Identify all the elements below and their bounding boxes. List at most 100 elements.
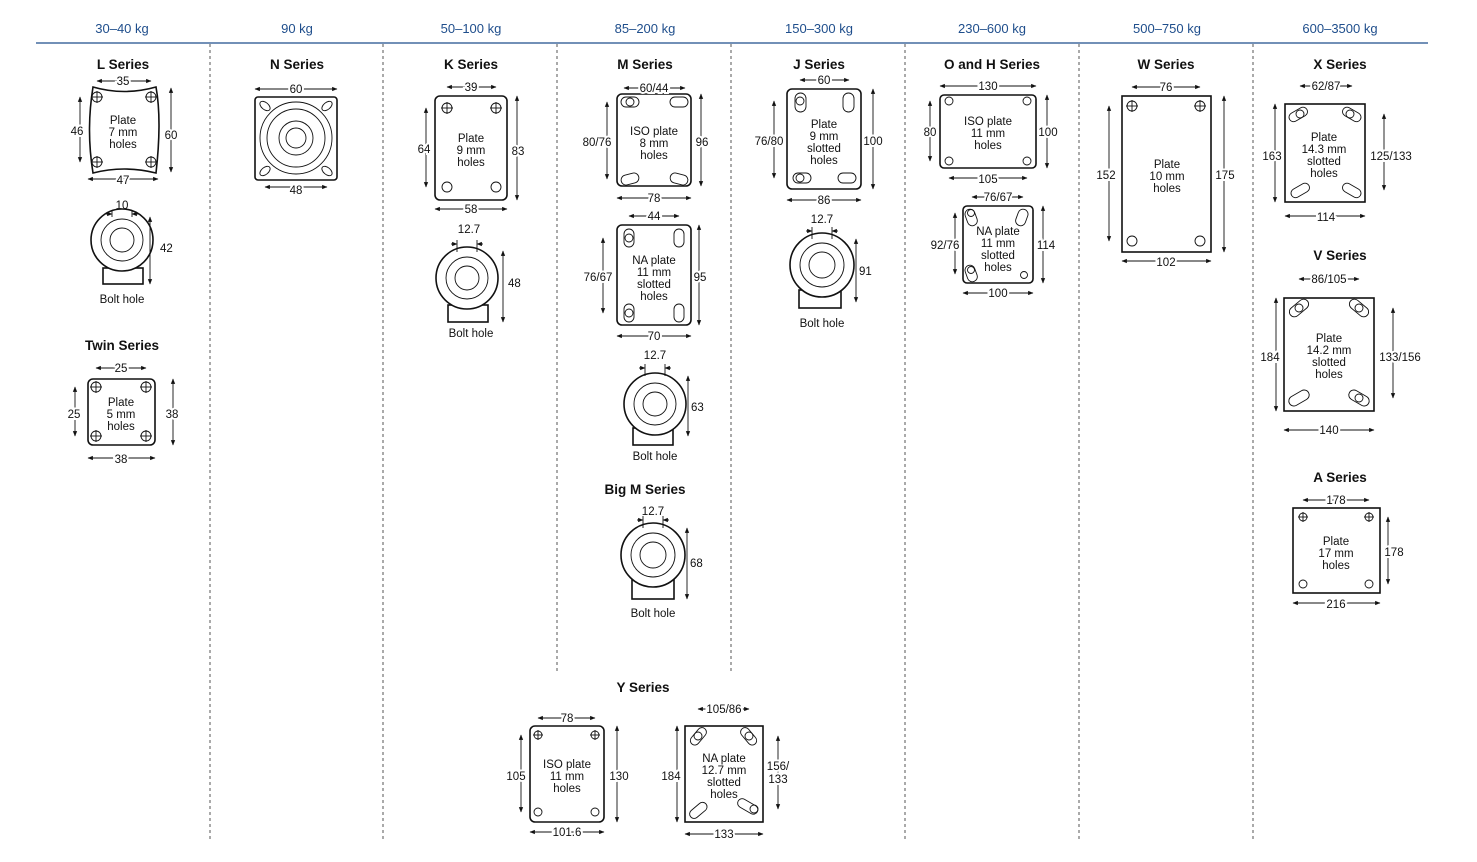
- hole-marks: [441, 102, 502, 193]
- hole-marks: [1126, 100, 1206, 247]
- svg-text:38: 38: [115, 454, 128, 466]
- capacity-header: 30–40 kg: [95, 21, 149, 36]
- svg-text:156/: 156/: [767, 761, 790, 773]
- svg-text:184: 184: [1260, 352, 1280, 364]
- svg-text:9 mm: 9 mm: [810, 131, 839, 143]
- plate-label: Plate 14.2 mm slotted holes: [1307, 333, 1352, 381]
- dimension-labels: 130 105 80 100: [922, 79, 1060, 188]
- l-series: L Series Plate 7 mm holes 35 47 46 60: [69, 57, 180, 306]
- n-series-plate-outline: [254, 96, 338, 181]
- dimension-labels: 60 48: [288, 82, 305, 199]
- svg-text:101.6: 101.6: [553, 827, 582, 839]
- bolt-hole-diagram: 12.7 48 Bolt hole: [435, 224, 521, 340]
- dimension-labels: 178 216 178: [1324, 493, 1405, 613]
- capacity-headers: 30–40 kg 90 kg 50–100 kg 85–200 kg 150–3…: [95, 21, 1377, 36]
- svg-text:76/67: 76/67: [984, 192, 1013, 204]
- capacity-header: 150–300 kg: [785, 21, 853, 36]
- svg-text:holes: holes: [107, 421, 135, 433]
- plate-label: Plate 9 mm slotted holes: [807, 119, 841, 167]
- svg-text:holes: holes: [1322, 560, 1350, 572]
- svg-text:80/76: 80/76: [583, 137, 612, 149]
- svg-text:80: 80: [924, 127, 937, 139]
- v-series-plate-outline: [1283, 297, 1375, 412]
- svg-text:48: 48: [508, 278, 521, 290]
- y-series-iso-plate-outline: [529, 725, 605, 823]
- twin-series: Twin Series Plate 5 mm holes 25 38 25 38: [66, 338, 181, 468]
- svg-text:178: 178: [1384, 547, 1403, 559]
- svg-text:Plate: Plate: [458, 133, 484, 145]
- svg-text:105: 105: [978, 174, 997, 186]
- series-title: Y Series: [616, 680, 669, 695]
- svg-text:48: 48: [290, 185, 303, 197]
- hole-marks: [620, 96, 689, 186]
- dimension-lines: [771, 77, 876, 203]
- plate-label: Plate 5 mm holes: [107, 397, 136, 433]
- bolt-hole-diagram: 12.7 91 Bolt hole: [789, 214, 872, 330]
- dimension-labels: 60 86 76/80 100: [753, 73, 885, 209]
- svg-text:holes: holes: [640, 150, 668, 162]
- dimension-labels: 86/105 140 184 133/156: [1258, 272, 1422, 439]
- hole-marks: [689, 727, 759, 819]
- hole-marks: [1298, 512, 1374, 589]
- dimension-lines: [518, 715, 620, 835]
- bolt-hole-diagram: 12.7 68 Bolt hole: [620, 506, 703, 620]
- dimension-labels: 25 38 25 38: [66, 361, 181, 468]
- series-title: A Series: [1313, 470, 1367, 485]
- svg-text:12.7 mm: 12.7 mm: [702, 765, 747, 777]
- l-series-plate-outline: [88, 85, 160, 174]
- svg-text:Bolt hole: Bolt hole: [800, 318, 845, 330]
- dimension-lines: [600, 213, 702, 339]
- svg-text:78: 78: [648, 193, 661, 205]
- m-series-iso-plate-outline: [616, 93, 692, 187]
- j-series: J Series Plate 9 mm slotted holes 60 86 …: [753, 57, 885, 330]
- capacity-header: 50–100 kg: [441, 21, 502, 36]
- series-title: V Series: [1313, 248, 1366, 263]
- plate-label: ISO plate 8 mm holes: [630, 126, 678, 162]
- svg-text:60/44: 60/44: [640, 83, 669, 95]
- svg-text:ISO plate: ISO plate: [964, 116, 1012, 128]
- svg-text:60: 60: [165, 130, 178, 142]
- svg-text:12.7: 12.7: [642, 506, 664, 518]
- svg-text:25: 25: [115, 363, 128, 375]
- capacity-header: 230–600 kg: [958, 21, 1026, 36]
- o-and-h-na-plate-outline: [962, 205, 1034, 284]
- svg-text:11 mm: 11 mm: [981, 238, 1015, 250]
- plate-label: Plate 10 mm holes: [1149, 159, 1184, 195]
- dimension-labels: 76/67 100 92/76 114: [929, 190, 1058, 302]
- svg-text:60: 60: [818, 75, 831, 87]
- svg-text:100: 100: [988, 288, 1007, 300]
- svg-text:Bolt hole: Bolt hole: [449, 328, 494, 340]
- hole-marks: [944, 96, 1032, 166]
- big-m-series: Big M Series 12.7 68 Bolt hole: [604, 482, 702, 620]
- o-and-h-iso-plate-outline: [939, 94, 1037, 169]
- v-series: V Series Plate 14.2 mm slotted holes 86/…: [1258, 248, 1422, 439]
- svg-text:5 mm: 5 mm: [107, 409, 136, 421]
- svg-text:62/87: 62/87: [1312, 81, 1341, 93]
- svg-text:216: 216: [1326, 599, 1345, 611]
- svg-text:Bolt hole: Bolt hole: [633, 451, 678, 463]
- plate-label: NA plate 12.7 mm slotted holes: [702, 753, 747, 801]
- svg-text:9 mm: 9 mm: [457, 145, 486, 157]
- a-series: A Series Plate 17 mm holes 178 216 178: [1292, 470, 1406, 613]
- svg-text:140: 140: [1319, 425, 1338, 437]
- dimension-lines: [952, 194, 1046, 296]
- svg-text:holes: holes: [553, 783, 581, 795]
- svg-text:68: 68: [690, 558, 703, 570]
- svg-text:holes: holes: [1310, 168, 1338, 180]
- svg-text:114: 114: [1317, 212, 1336, 224]
- svg-text:14.2 mm: 14.2 mm: [1307, 345, 1352, 357]
- svg-text:Plate: Plate: [1316, 333, 1342, 345]
- svg-text:12.7: 12.7: [811, 214, 833, 226]
- svg-text:holes: holes: [640, 291, 668, 303]
- svg-text:96: 96: [696, 137, 709, 149]
- svg-text:11 mm: 11 mm: [550, 771, 584, 783]
- svg-text:Plate: Plate: [811, 119, 837, 131]
- svg-text:38: 38: [166, 409, 179, 421]
- m-series-na-plate-outline: [616, 224, 692, 326]
- dimension-lines: [1273, 276, 1396, 433]
- column-dividers: [209, 44, 1254, 842]
- svg-text:ISO plate: ISO plate: [630, 126, 678, 138]
- svg-text:Plate: Plate: [1323, 536, 1349, 548]
- dimension-lines: [423, 84, 520, 212]
- svg-text:130: 130: [609, 771, 628, 783]
